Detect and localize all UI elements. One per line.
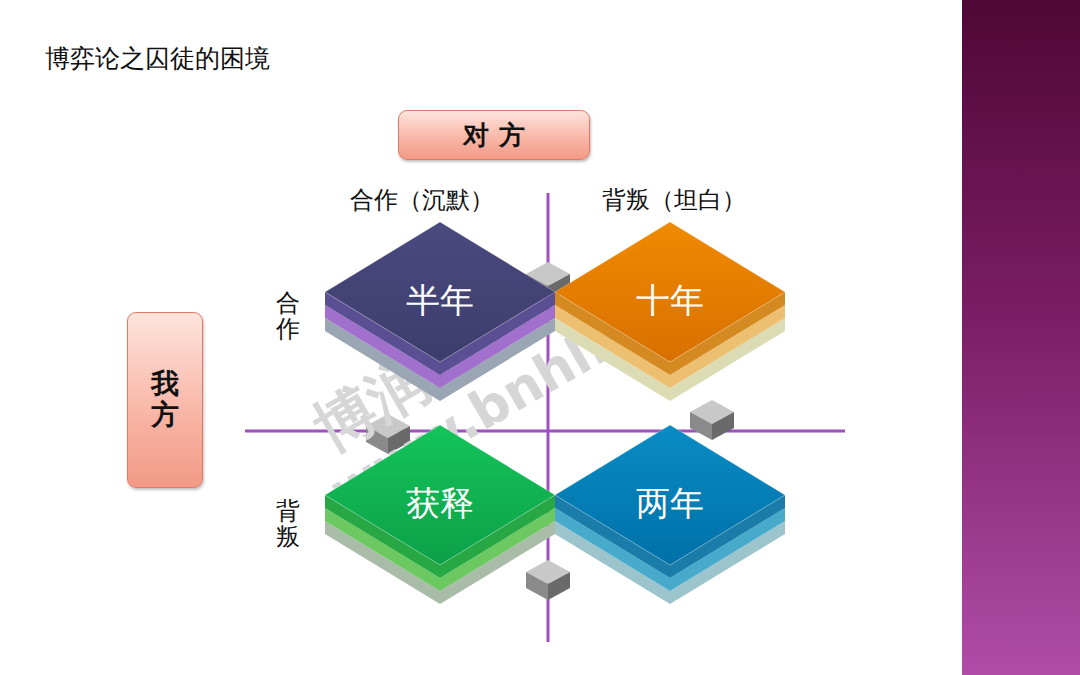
matrix-tile: 十年 (555, 222, 785, 403)
tile-label: 十年 (636, 283, 704, 317)
box-label: 我方 (151, 369, 179, 431)
self-box: 我方 (127, 312, 203, 488)
title: 博弈论之囚徒的困境 (45, 42, 270, 75)
box-label: 对 方 (463, 118, 524, 153)
tile-label: 半年 (406, 283, 474, 317)
opponent-box: 对 方 (398, 110, 590, 160)
row-label: 背叛 (276, 498, 300, 551)
column-label: 背叛（坦白） (602, 184, 746, 216)
matrix-tile: 半年 (325, 222, 555, 403)
row-label: 合作 (276, 290, 300, 343)
matrix-tile: 获释 (325, 425, 555, 606)
tile-label: 获释 (406, 486, 474, 520)
tile-label: 两年 (636, 486, 704, 520)
matrix-tile: 两年 (555, 425, 785, 606)
side-band (962, 0, 1080, 675)
column-label: 合作（沉默） (350, 184, 494, 216)
